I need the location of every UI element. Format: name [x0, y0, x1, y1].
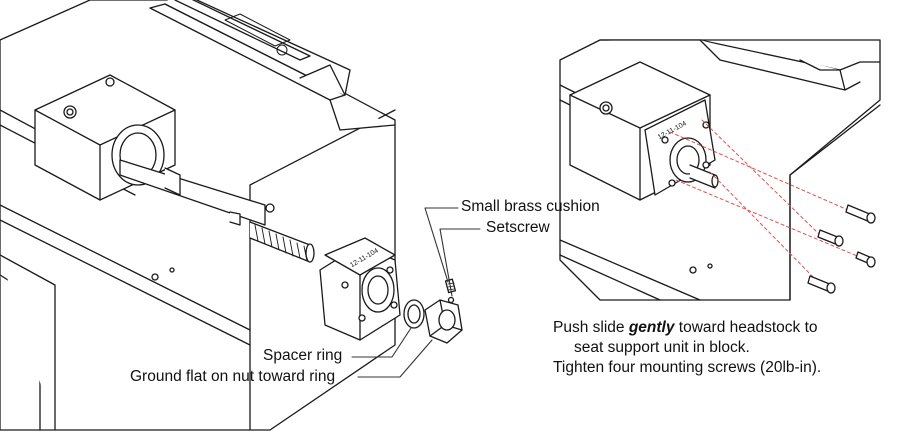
lead-screw: [119, 159, 315, 263]
instruction-line-3: Tighten four mounting screws (20lb-in).: [553, 359, 822, 376]
callout-leaders: [351, 207, 481, 378]
instruction-line-2: seat support unit in block.: [574, 339, 750, 356]
flanged-bearing-housing: [319, 237, 401, 341]
right-top-rail: [599, 39, 881, 91]
brass-cushion-part: [447, 296, 455, 304]
hex-nut: [424, 299, 463, 344]
block-holes: [151, 267, 175, 281]
right-block-holes: [689, 263, 713, 274]
right-support-block: [569, 61, 719, 201]
mounting-screws: [807, 204, 876, 294]
spacer-ring-label: Spacer ring: [263, 347, 343, 364]
instruction-line-1-start: Push slide: [553, 319, 629, 336]
small-brass-cushion-label: Small brass cushion: [461, 198, 600, 215]
instruction-emphasis: gently: [628, 319, 675, 336]
setscrew-label: Setscrew: [486, 219, 550, 236]
screw-alignment-guides: [669, 119, 863, 283]
spacer-ring: [403, 299, 425, 329]
rail-plate: [224, 13, 291, 56]
instruction-line-1-end: toward headstock to: [674, 319, 818, 336]
ground-flat-label: Ground flat on nut toward ring: [130, 368, 336, 385]
instruction-line-1: Push slide gently toward headstock to: [553, 318, 818, 337]
